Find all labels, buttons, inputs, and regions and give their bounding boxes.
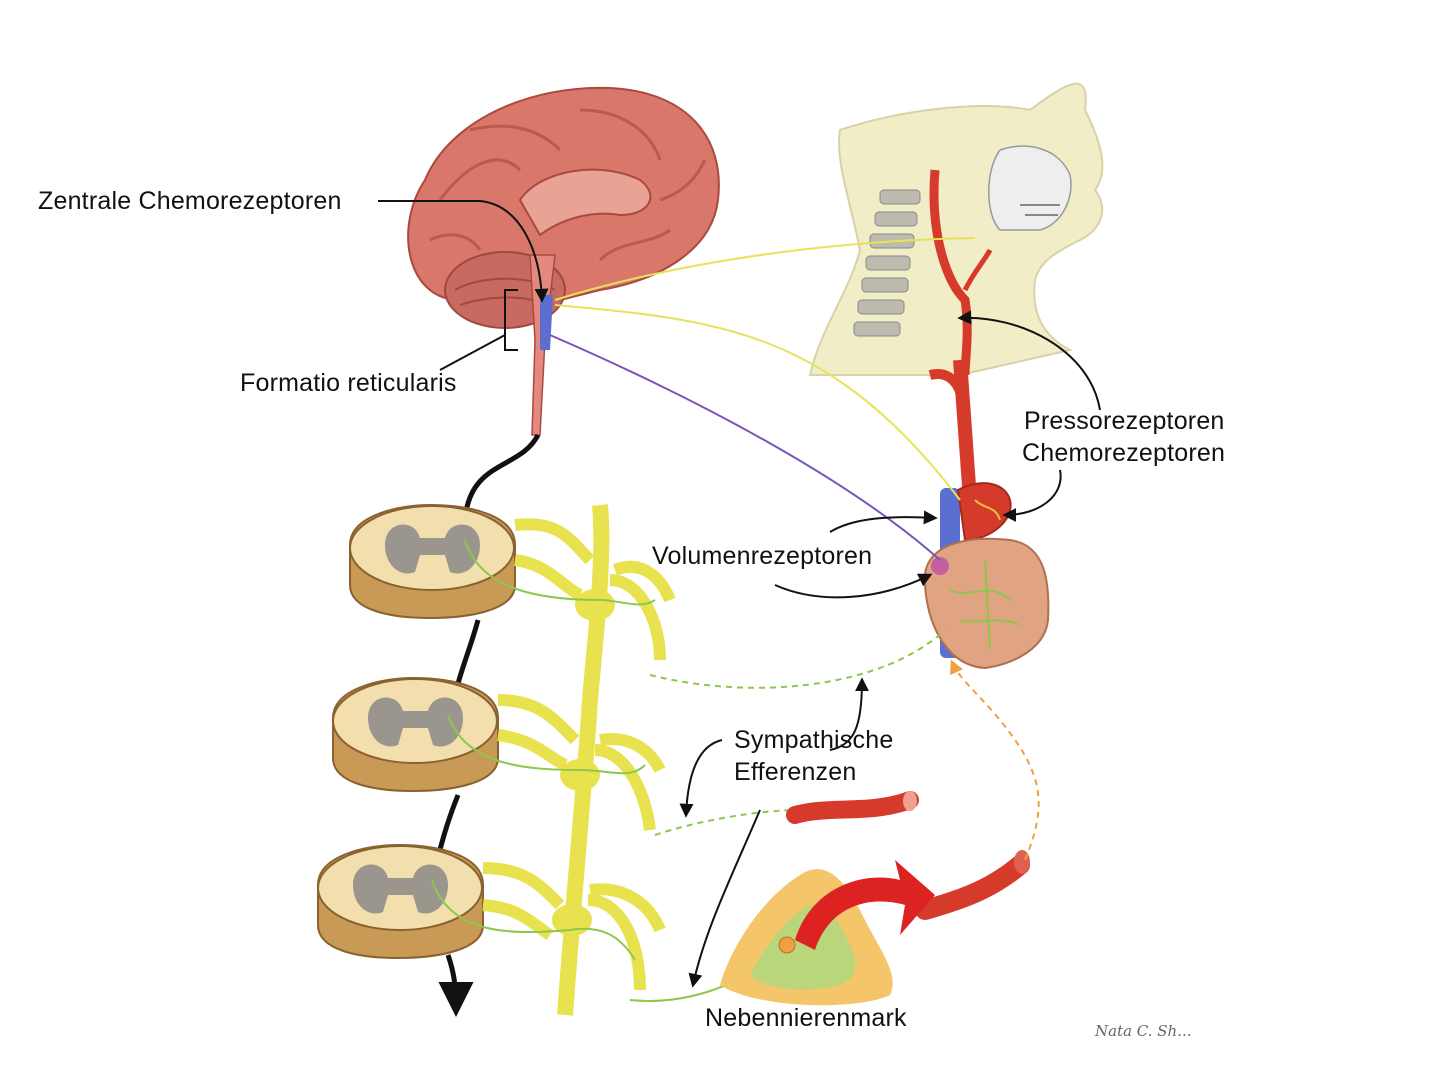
heart-illustration — [923, 482, 1050, 670]
medulla-region — [540, 295, 553, 350]
hormone-release-arrow — [795, 860, 935, 950]
pointer-formatio — [439, 334, 506, 371]
label-central-chemoreceptors: Zentrale Chemorezeptoren — [38, 187, 342, 215]
afferent-carotid-line — [554, 237, 976, 301]
pointer-sympathetic-heart — [829, 677, 869, 751]
descending-tract-arrow — [438, 954, 474, 1017]
label-peripheral-chemoreceptors: Chemorezeptoren — [1022, 439, 1226, 467]
label-volume-receptors: Volumenrezeptoren — [652, 542, 873, 570]
pointer-sympathetic-adrenal — [688, 809, 761, 988]
formatio-bracket — [504, 289, 518, 351]
aortic-arch — [956, 482, 1012, 542]
pointer-sympathetic-vessel — [679, 739, 723, 818]
label-pressoreceptors: Pressorezeptoren — [1024, 407, 1225, 435]
efferent-heart — [649, 629, 946, 689]
artist-signature: Nata C. Sh... — [1095, 1022, 1192, 1040]
label-formatio-reticularis: Formatio reticularis — [240, 369, 457, 397]
pointer-pressor-aortic — [1002, 469, 1062, 522]
pointer-volume-atrium — [774, 573, 933, 599]
carotid-artery — [953, 359, 977, 501]
head-neck-illustration — [808, 82, 1104, 376]
sympathetic-chain — [482, 504, 676, 1016]
label-sympathetic: Sympathische — [734, 726, 894, 754]
vessel-1 — [786, 791, 919, 824]
pointer-volume-vein — [829, 510, 938, 533]
pointer-central-chemo — [378, 200, 549, 303]
label-efferents: Efferenzen — [734, 758, 857, 786]
skull — [988, 145, 1072, 231]
right-atrium — [931, 557, 949, 575]
vessel-2 — [915, 855, 1030, 920]
efferent-vessel — [654, 809, 801, 836]
spinal-segment-3 — [317, 843, 484, 960]
pointer-pressor-carotid — [957, 310, 1101, 411]
spinal-segment-2 — [332, 676, 499, 793]
label-adrenal-medulla: Nebennierenmark — [705, 1004, 907, 1032]
spinal-segment-1 — [349, 503, 516, 620]
hormone-route — [950, 659, 1040, 861]
afferent-volume-line — [549, 334, 941, 561]
afferent-aortic-line — [554, 304, 961, 501]
